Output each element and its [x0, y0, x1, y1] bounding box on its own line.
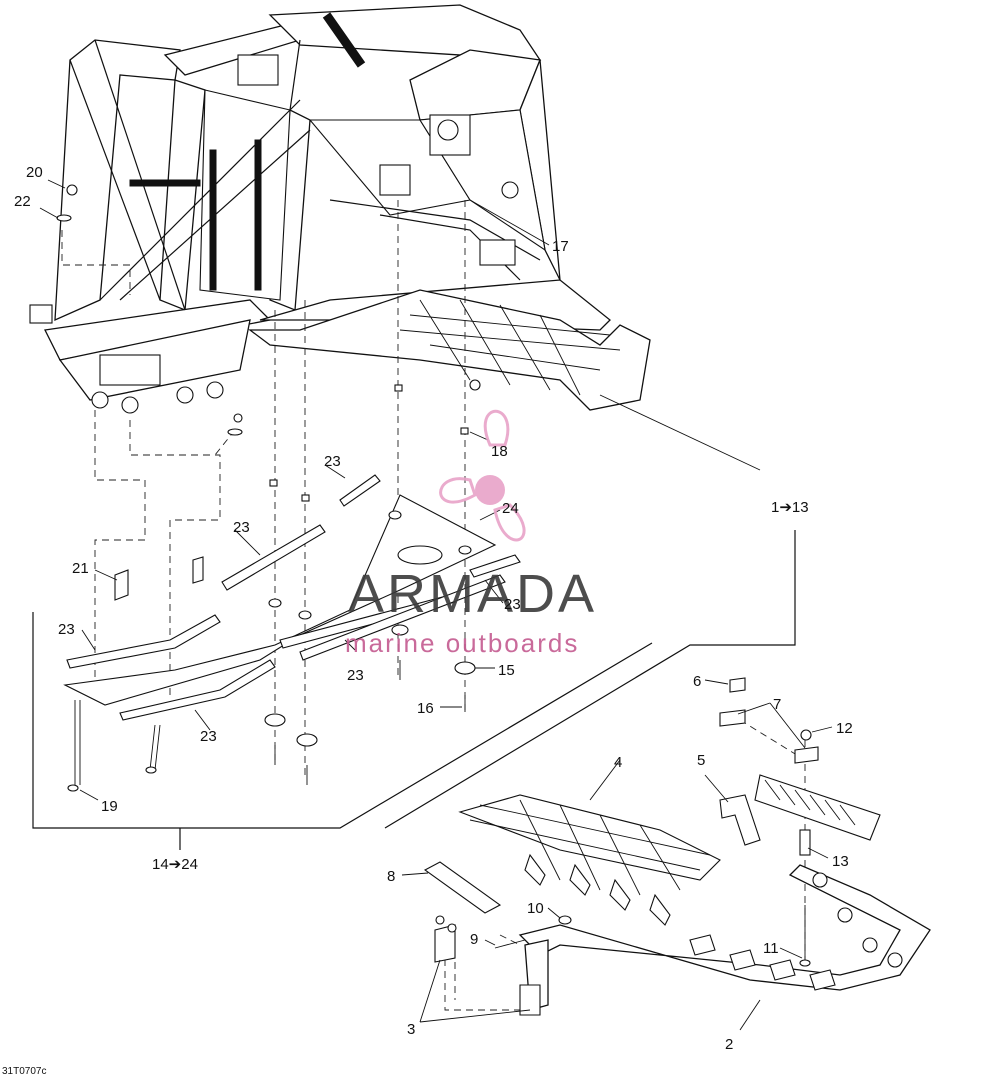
callout-23c: 23: [504, 596, 521, 613]
callout-16: 16: [417, 700, 434, 717]
callout-17: 17: [552, 238, 569, 255]
callout-6: 6: [693, 673, 701, 690]
callout-1-13: 1➔13: [771, 499, 809, 516]
callout-labels: 20 22 17 18 23 1➔13 24 23 21 23 23 23 15…: [2, 164, 853, 1077]
propeller-hub-icon: [475, 475, 505, 505]
callout-19: 19: [101, 798, 118, 815]
callout-15: 15: [498, 662, 515, 679]
footrest-assembly: [384, 530, 931, 1016]
callout-23a: 23: [324, 453, 341, 470]
callout-11: 11: [763, 940, 779, 957]
callout-2: 2: [725, 1036, 733, 1053]
callout-13: 13: [832, 853, 849, 870]
watermark-tagline: marine outboards: [345, 628, 579, 658]
callout-23d: 23: [58, 621, 75, 638]
callout-20: 20: [26, 164, 43, 181]
callout-14-24: 14➔24: [152, 856, 198, 873]
callout-5: 5: [697, 752, 705, 769]
assembly-guide-lines: [61, 200, 806, 1011]
callout-12: 12: [836, 720, 853, 737]
callout-4: 4: [614, 754, 622, 771]
callout-10: 10: [527, 900, 544, 917]
callout-9: 9: [470, 931, 478, 948]
callout-7: 7: [773, 696, 781, 713]
watermark: ARMADA marine outboards: [345, 409, 597, 658]
callout-23b: 23: [233, 519, 250, 536]
skid-plate-assembly: [32, 184, 653, 850]
callout-24: 24: [502, 500, 519, 517]
watermark-brand: ARMADA: [348, 564, 597, 624]
callout-21: 21: [72, 560, 89, 577]
callout-23e: 23: [347, 667, 364, 684]
callout-22: 22: [14, 193, 31, 210]
vehicle-frame: [29, 4, 651, 414]
callout-3: 3: [407, 1021, 415, 1038]
propeller-logo-icon: [439, 409, 526, 542]
callout-8: 8: [387, 868, 395, 885]
callout-18: 18: [491, 443, 508, 460]
callout-23f: 23: [200, 728, 217, 745]
leader-lines: [39, 179, 833, 1031]
drawing-code: 31T0707c: [2, 1066, 46, 1077]
